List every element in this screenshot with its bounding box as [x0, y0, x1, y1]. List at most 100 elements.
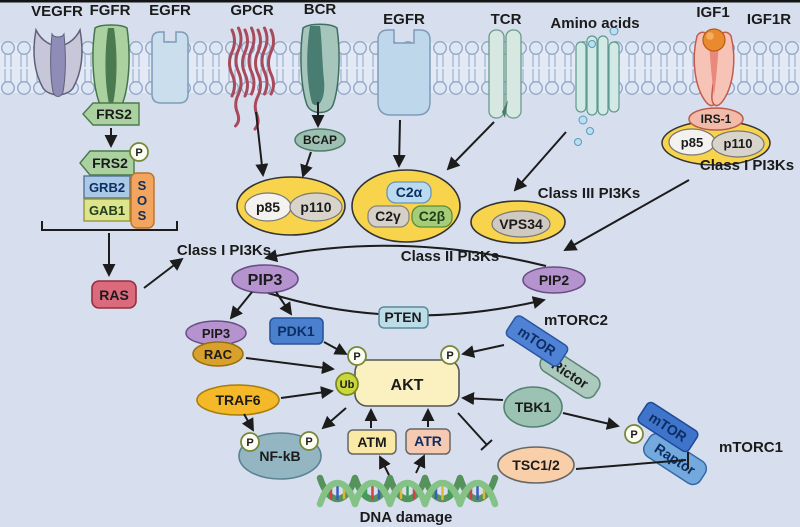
- gpcr-helix: [267, 28, 275, 96]
- gpcr-helix: [241, 28, 249, 98]
- phospho-badge-frs2: [129, 142, 149, 162]
- phospho-badge-nfkb-left: [240, 432, 260, 452]
- fgfr-core: [105, 28, 117, 107]
- transporter-helix: [597, 35, 609, 116]
- downstream-nodes: PIP3 RAC PDK1 RAS AKT P P Ub TRAF6 NF-kB…: [91, 280, 575, 484]
- ubiquitin-badge: [335, 372, 359, 396]
- complex-bracket: [41, 221, 178, 231]
- grb2-label: GRB2: [89, 180, 125, 195]
- class3-label: Class III PI3Ks: [538, 185, 641, 202]
- gpcr-label: GPCR: [230, 2, 274, 19]
- tcr-seam: [502, 100, 508, 118]
- tsc12-label: TSC1/2: [512, 457, 560, 473]
- pten-node: [378, 306, 429, 329]
- arrow-dna-to-atr: [413, 454, 426, 474]
- pip3-label: PIP3: [248, 272, 283, 289]
- akt-label: AKT: [391, 377, 424, 394]
- igf1-label: IGF1: [696, 4, 729, 21]
- mtorc1-complex: Raptor mTOR P mTORC1: [624, 401, 783, 486]
- phospho-badge-akt-right: [440, 345, 460, 365]
- igf1r-label: IGF1R: [747, 11, 791, 28]
- atm-label: ATM: [357, 434, 386, 450]
- bcap-shape: [294, 128, 346, 152]
- class2-complex: C2α C2γ C2β Class II PI3Ks: [351, 169, 499, 265]
- amino-acid-dot: [588, 40, 596, 48]
- vps34-subunit: [491, 210, 551, 238]
- pip2-label: PIP2: [539, 272, 570, 288]
- sos-box: [130, 172, 155, 229]
- gpcr-helix: [260, 26, 269, 96]
- phospho-letter: P: [630, 429, 637, 441]
- tbk1-node: [503, 386, 563, 428]
- ras-node: [91, 280, 137, 309]
- grb2-box: [83, 175, 131, 199]
- c2g-label: C2γ: [375, 208, 401, 224]
- vps34-label: VPS34: [499, 216, 543, 232]
- phospho-letter: P: [135, 147, 142, 159]
- bcap-adapter: BCAP: [294, 128, 346, 152]
- arrow-tcr-to-class2: [446, 121, 495, 171]
- egfr-left-label: EGFR: [149, 2, 191, 19]
- arrow-traf6-to-ub: [280, 386, 334, 399]
- amino-acid-dot: [578, 115, 588, 125]
- sos-letter-2: O: [137, 193, 147, 208]
- class3-complex: VPS34 Class III PI3Ks: [470, 185, 641, 244]
- ras-label: RAS: [99, 287, 129, 303]
- dna-damage-label: DNA damage: [360, 509, 453, 526]
- egfr-left-receptor: EGFR: [149, 2, 191, 104]
- tcr-receptor: TCR: [488, 11, 522, 119]
- class1-left-label: Class I PI3Ks: [177, 242, 271, 259]
- p85-label: p85: [256, 199, 280, 215]
- phospho-letter: P: [353, 351, 360, 363]
- arrow-egfr-to-class2: [392, 119, 406, 168]
- gpcr-helix: [247, 26, 256, 96]
- top-border: [0, 0, 800, 3]
- bcr-label: BCR: [304, 1, 337, 18]
- pip3-small-label: PIP3: [202, 326, 230, 341]
- irs1-label: IRS-1: [701, 112, 732, 126]
- class1-left-complex: p85 p110 Class I PI3Ks: [177, 176, 346, 259]
- phospho-badge-nfkb-right: [299, 431, 319, 451]
- arrow-tbk1-to-mtorc1: [562, 412, 620, 430]
- transporter-helix: [586, 35, 598, 116]
- egfr-left-body: [151, 31, 189, 104]
- class2-label: Class II PI3Ks: [401, 248, 499, 265]
- p110-right-label: p110: [724, 136, 753, 151]
- atr-label: ATR: [414, 433, 442, 449]
- phospho-letter: P: [305, 436, 312, 448]
- arrow-akt-to-nfkb: [321, 407, 347, 430]
- fgfr-receptor: FGFR: [90, 2, 131, 111]
- transporter-helix: [575, 41, 587, 113]
- gab1-box: [83, 198, 131, 222]
- c2a-label: C2α: [396, 184, 423, 200]
- bcr-core: [307, 26, 325, 106]
- arrow-class1-right-to-pip2: [563, 179, 690, 251]
- phospho-badge-akt-left: [347, 346, 367, 366]
- p85-right-label: p85: [681, 135, 703, 150]
- dna-helix: [316, 474, 499, 508]
- igf1r-receptor: IGF1 IGF1R: [693, 4, 791, 107]
- arrow-mtorc2-to-akt-p: [461, 344, 505, 358]
- transporter-helix: [608, 41, 620, 113]
- arc-pi3k-pip2-to-pip3: [264, 244, 547, 267]
- bcap-label: BCAP: [303, 133, 337, 147]
- frs2-label: FRS2: [92, 155, 128, 171]
- pip2-node: [522, 266, 586, 294]
- frs2-shape: [79, 150, 135, 176]
- igf1-ligand: [702, 28, 726, 52]
- arrow-gpcr-to-class1: [255, 111, 269, 177]
- sos-letter-3: S: [138, 208, 147, 223]
- mtorc2-complex: Rictor mTOR mTORC2: [505, 312, 608, 399]
- nfkb-label: NF-kB: [259, 448, 300, 464]
- tcr-chain: [505, 29, 522, 119]
- inhibition-akt-to-tsc12: [457, 412, 493, 451]
- arrow-rac-to-akt: [245, 357, 335, 375]
- arrow-dna-to-atm: [379, 455, 391, 476]
- pten-label: PTEN: [384, 309, 421, 325]
- p110-right-subunit: [711, 130, 765, 158]
- gpcr-receptor: GPCR: [228, 2, 275, 131]
- fgfr-label: FGFR: [90, 2, 131, 19]
- amino-acids-label: Amino acids: [550, 15, 639, 32]
- arrow-traf6-to-nfkb: [241, 413, 254, 432]
